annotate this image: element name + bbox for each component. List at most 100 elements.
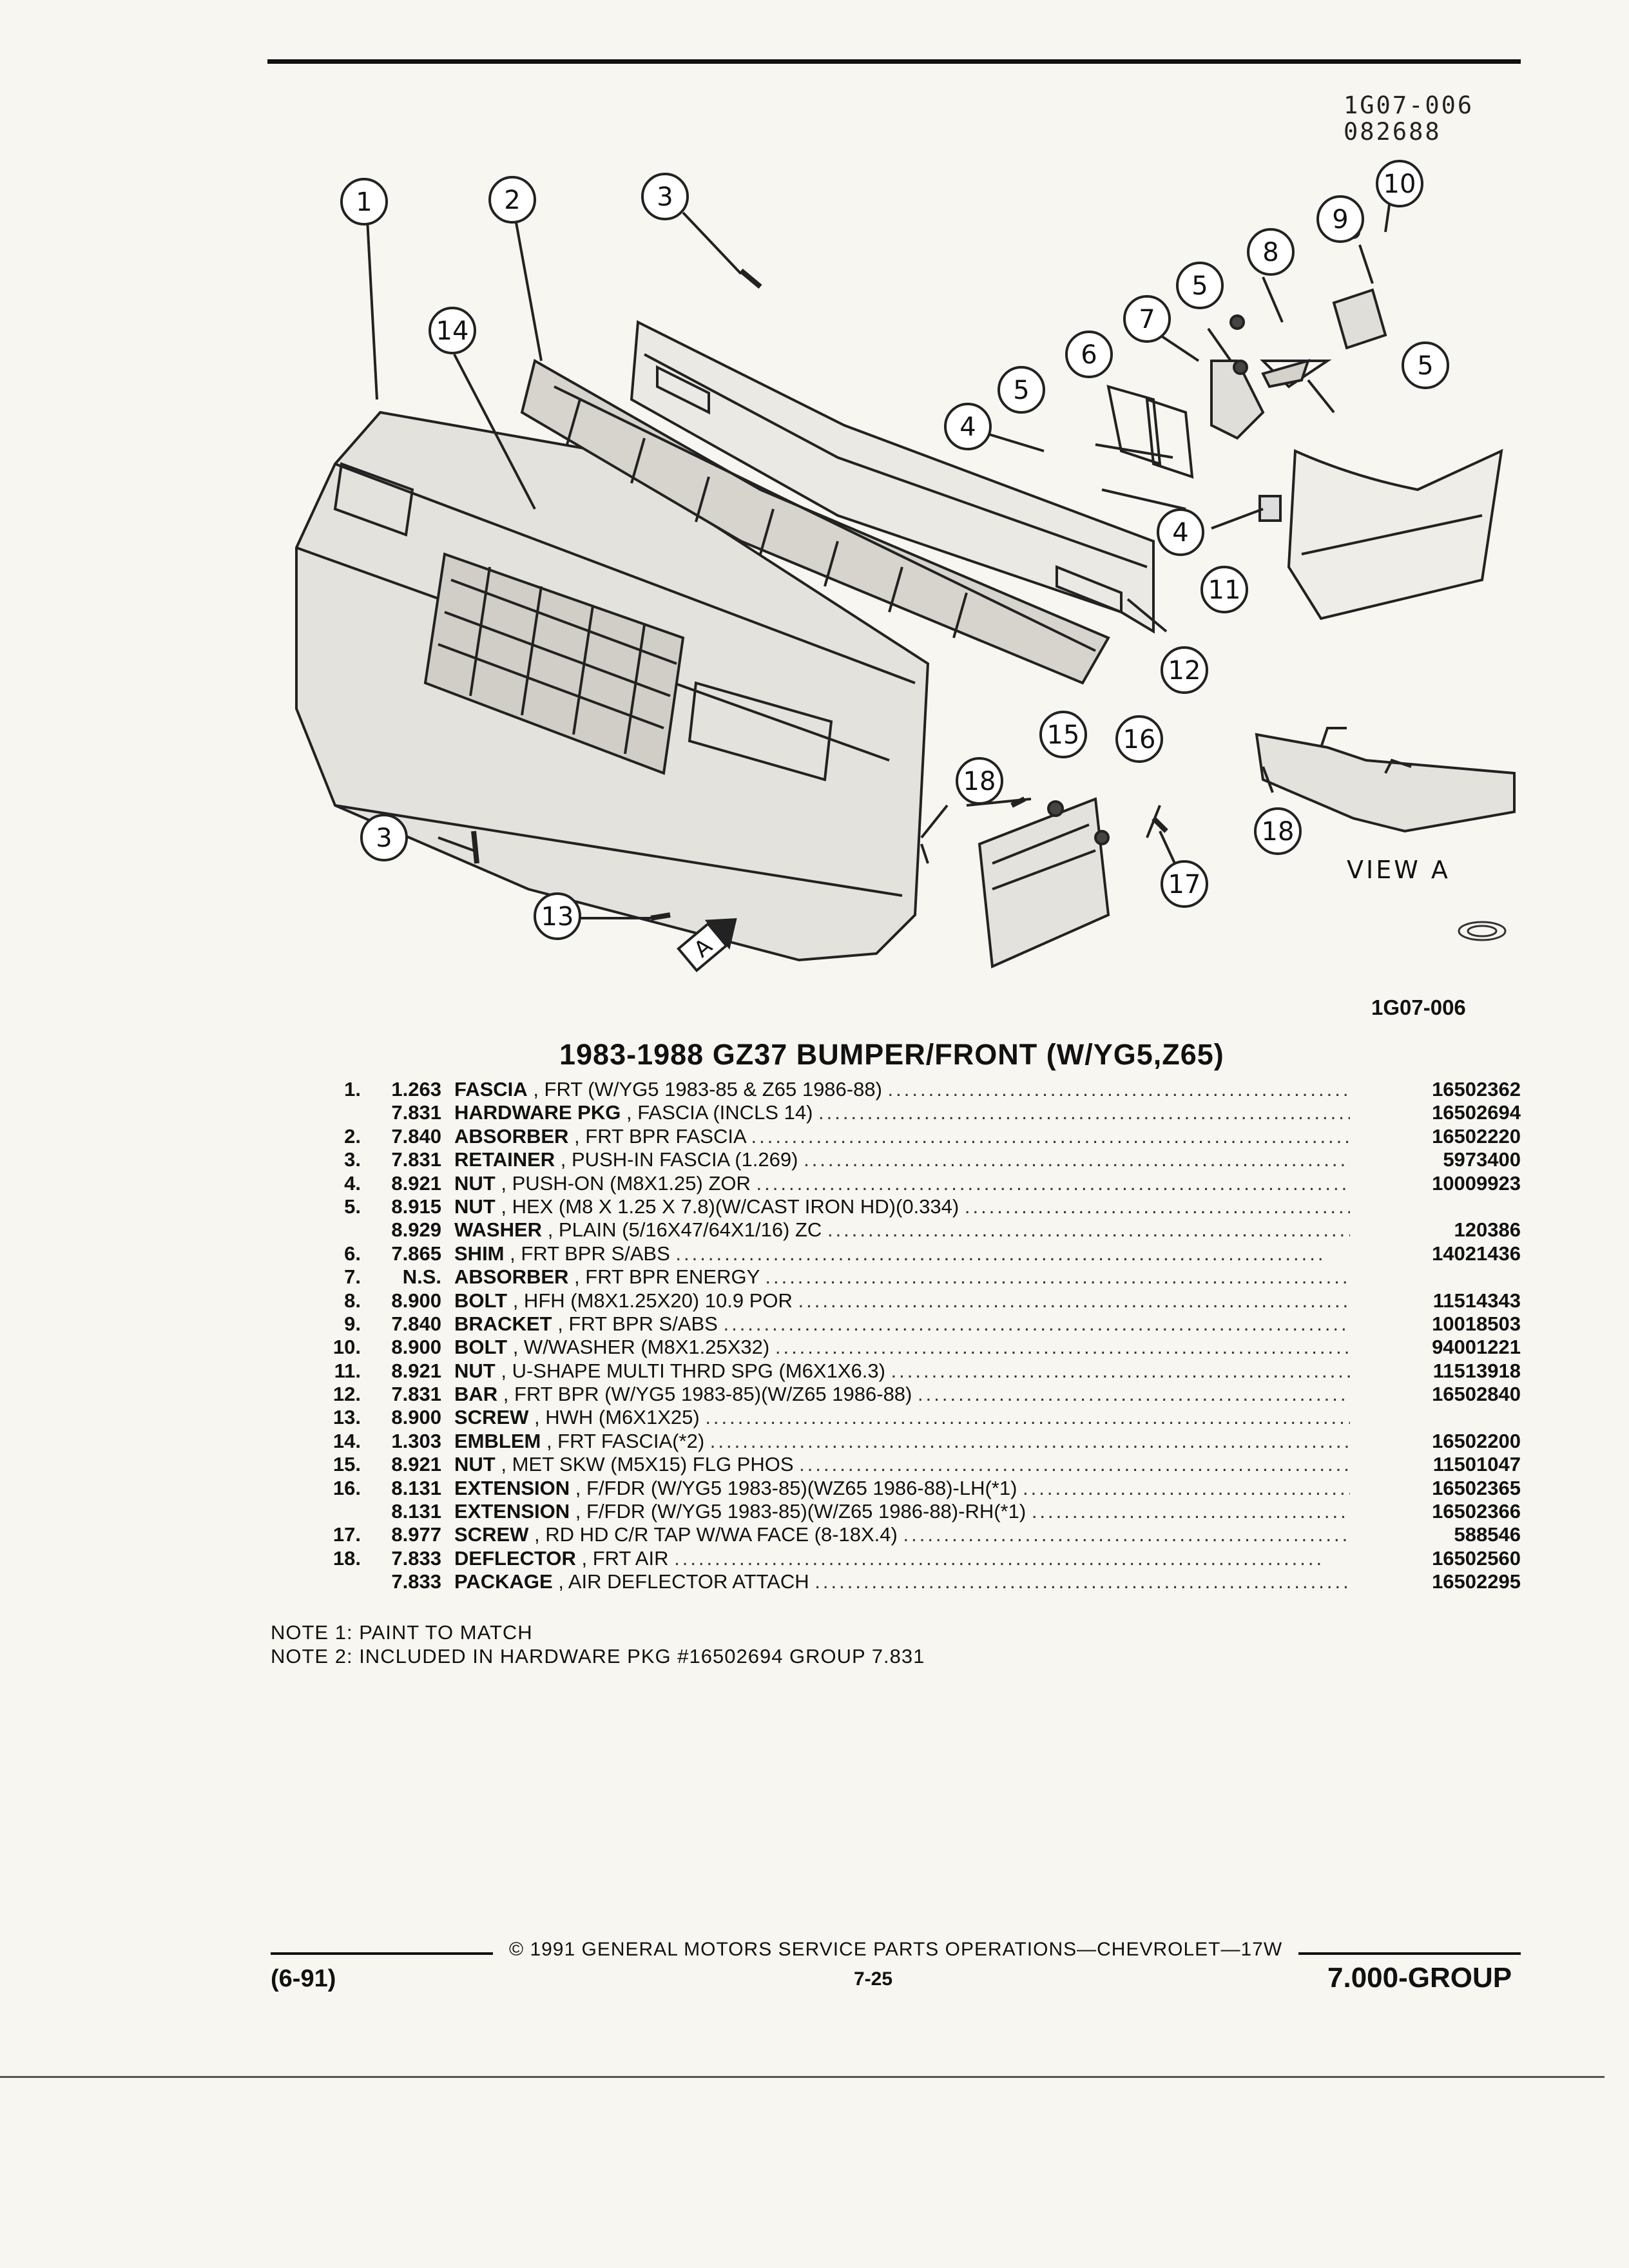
part-description: EXTENSION , F/FDR (W/YG5 1983-85)(W/Z65 … [454, 1500, 1350, 1523]
footer-group: 7.000-GROUP [1327, 1962, 1512, 1994]
parts-row: 4. 8.921 NUT , PUSH-ON (M8X1.25) ZOR .....… [271, 1172, 1521, 1195]
leader-dots: ........................................… [918, 1383, 1350, 1406]
note-1: NOTE 1: PAINT TO MATCH [271, 1621, 533, 1644]
part-number: 16502840 [1432, 1383, 1521, 1406]
group-number: 8.900 [391, 1406, 441, 1429]
leader-dots: ........................................… [818, 1101, 1350, 1124]
leader-dots: ........................................… [775, 1336, 1350, 1359]
part-number: 16502560 [1432, 1546, 1521, 1570]
part-name: SHIM [454, 1242, 505, 1265]
group-number: 7.833 [391, 1546, 441, 1570]
part-description: NUT , HEX (M8 X 1.25 X 7.8)(W/CAST IRON … [454, 1195, 1350, 1218]
item-number: 4. [344, 1171, 361, 1195]
leader-dots: ........................................… [903, 1523, 1350, 1546]
part-name: EMBLEM [454, 1429, 541, 1452]
leader-dots: ........................................… [723, 1312, 1350, 1335]
callout-11: 11 [1208, 575, 1241, 605]
item-number: 7. [344, 1265, 361, 1289]
callout-3-bottom: 3 [376, 823, 392, 853]
part-description: SCREW , HWH (M6X1X25) ..................… [454, 1406, 1350, 1429]
part-name: BAR [454, 1383, 498, 1406]
part-detail: , F/FDR (W/YG5 1983-85)(WZ65 1986-88)-LH… [575, 1476, 1017, 1499]
part-description: ABSORBER , FRT BPR FASCIA ..............… [454, 1125, 1350, 1148]
item-number: 10. [333, 1336, 361, 1359]
group-number: 8.915 [391, 1195, 441, 1218]
callout-6: 6 [1081, 340, 1097, 370]
part-name: HARDWARE PKG [454, 1101, 621, 1124]
callout-14: 14 [436, 316, 469, 346]
part-detail: , FRT BPR (W/YG5 1983-85)(W/Z65 1986-88) [503, 1383, 912, 1406]
leader-dots: ........................................… [827, 1218, 1350, 1242]
figure-code: 1G07-006 [1371, 995, 1466, 1019]
callout-15: 15 [1047, 720, 1080, 750]
part-number: 94001221 [1432, 1336, 1521, 1359]
group-number: 8.131 [391, 1476, 441, 1499]
bottom-rule [0, 2076, 1605, 2078]
part-number: 11501047 [1432, 1453, 1521, 1476]
part-name: NUT [454, 1195, 496, 1218]
part-name: EXTENSION [454, 1476, 570, 1499]
part-detail: , MET SKW (M5X15) FLG PHOS [501, 1453, 794, 1476]
part-description: NUT , PUSH-ON (M8X1.25) ZOR ............… [454, 1172, 1350, 1195]
item-number: 11. [334, 1359, 361, 1382]
callout-9: 9 [1332, 205, 1348, 235]
part-detail: , PUSH-IN FASCIA (1.269) [560, 1148, 798, 1171]
item-number: 3. [344, 1148, 361, 1171]
part-number: 16502362 [1432, 1078, 1521, 1100]
part-description: ABSORBER , FRT BPR ENERGY ..............… [454, 1265, 1350, 1289]
callout-5-b: 5 [1013, 376, 1029, 405]
group-number: 8.921 [391, 1171, 441, 1195]
part-detail: , RD HD C/R TAP W/WA FACE (8-18X.4) [534, 1523, 898, 1546]
leader-dots: ........................................… [804, 1148, 1350, 1171]
item-number: 8. [344, 1289, 361, 1312]
footer-copyright: © 1991 GENERAL MOTORS SERVICE PARTS OPER… [509, 1939, 1283, 1960]
leader-dots: ........................................… [887, 1078, 1350, 1100]
group-number: 7.865 [391, 1242, 441, 1265]
item-number: 1. [344, 1078, 361, 1100]
part-number: 16502220 [1432, 1124, 1521, 1148]
part-description: SHIM , FRT BPR S/ABS ...................… [454, 1242, 1350, 1265]
group-number: 7.840 [391, 1124, 441, 1148]
leader-dots: ........................................… [751, 1124, 1350, 1148]
group-number: 8.900 [391, 1336, 441, 1359]
part-description: NUT , U-SHAPE MULTI THRD SPG (M6X1X6.3) … [454, 1360, 1350, 1383]
item-number: 14. [333, 1429, 361, 1452]
part-description: RETAINER , PUSH-IN FASCIA (1.269) ......… [454, 1148, 1350, 1171]
leader-dots: ........................................… [799, 1453, 1350, 1476]
part-detail: , HEX (M8 X 1.25 X 7.8)(W/CAST IRON HD)(… [501, 1195, 959, 1218]
parts-row: 7.N.S.ABSORBER , FRT BPR ENERGY ........… [271, 1265, 1521, 1289]
part-description: FASCIA , FRT (W/YG5 1983-85 & Z65 1986-8… [454, 1078, 1350, 1101]
part-detail: , FRT BPR FASCIA [574, 1124, 746, 1148]
part-name: EXTENSION [454, 1500, 570, 1523]
part-description: DEFLECTOR , FRT AIR ....................… [454, 1547, 1350, 1570]
part-name: RETAINER [454, 1148, 555, 1171]
leader-dots: ........................................… [765, 1265, 1350, 1289]
callout-7: 7 [1139, 305, 1155, 334]
part-number: 120386 [1454, 1218, 1521, 1242]
leader-dots: ........................................… [1023, 1476, 1350, 1499]
footer-rule-right [1298, 1952, 1521, 1955]
fender-extension [978, 797, 1110, 968]
part-detail: , FRT BPR S/ABS [510, 1242, 670, 1265]
part-detail: , HFH (M8X1.25X20) 10.9 POR [512, 1289, 793, 1312]
part-number: 11514343 [1432, 1289, 1521, 1312]
leader-dots: ........................................… [709, 1429, 1350, 1452]
part-detail: , FRT BPR S/ABS [557, 1312, 718, 1335]
callout-4-b: 4 [1172, 518, 1188, 548]
part-name: WASHER [454, 1218, 543, 1242]
item-number: 16. [333, 1476, 361, 1499]
leader-dots: ........................................… [798, 1289, 1351, 1312]
part-detail: , FRT (W/YG5 1983-85 & Z65 1986-88) [533, 1078, 882, 1100]
part-number: 16502295 [1432, 1570, 1521, 1593]
callout-2: 2 [504, 186, 520, 215]
part-number: 16502200 [1432, 1429, 1521, 1452]
group-number: 7.833 [391, 1570, 441, 1593]
part-number: 10018503 [1432, 1312, 1521, 1335]
